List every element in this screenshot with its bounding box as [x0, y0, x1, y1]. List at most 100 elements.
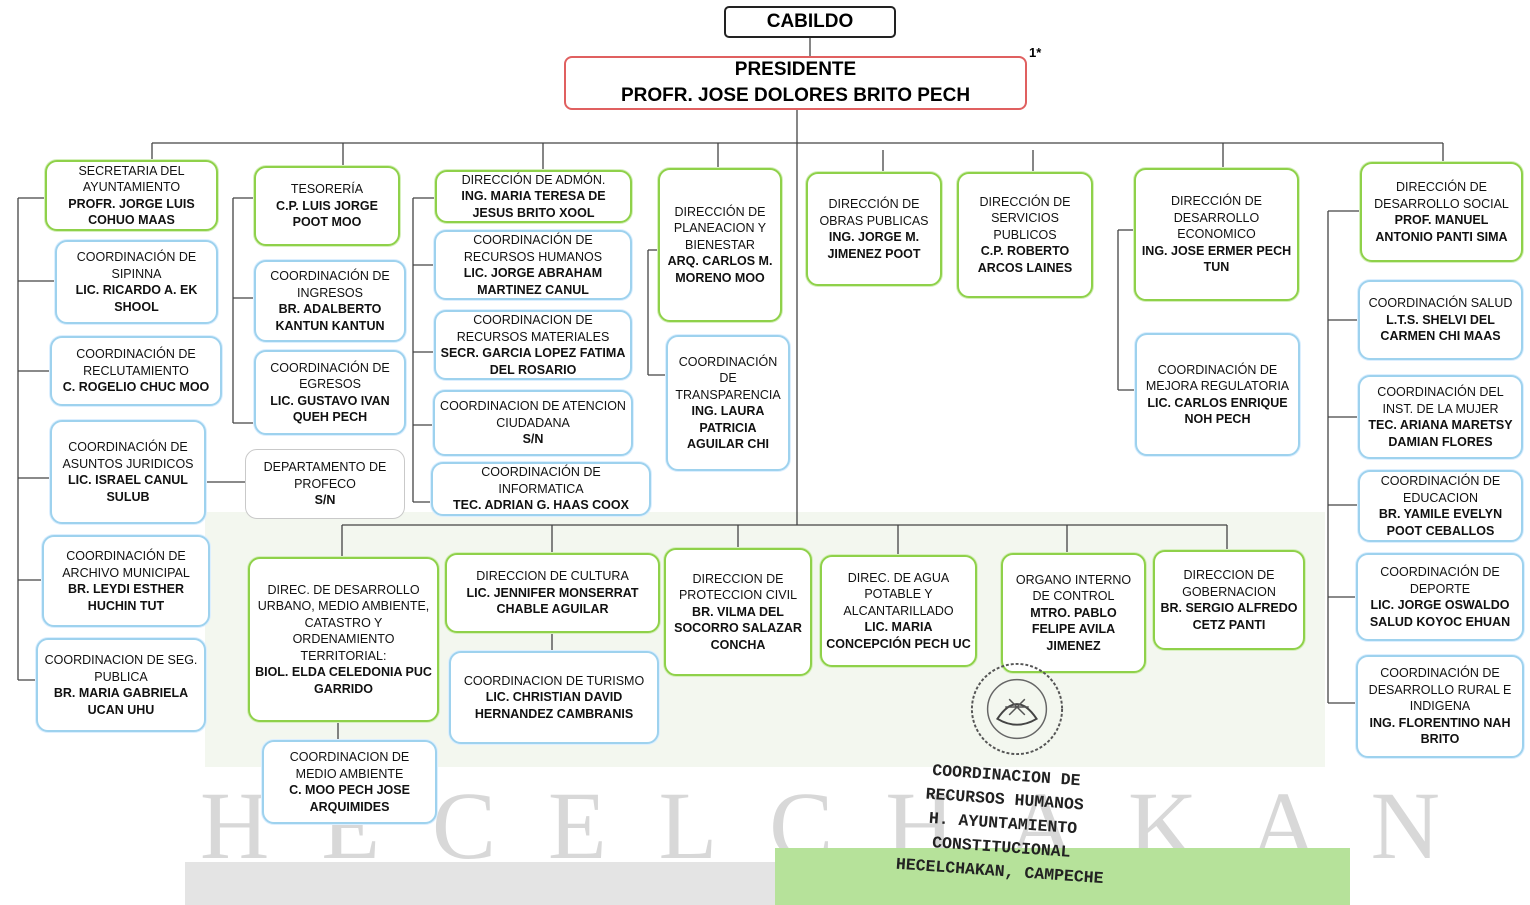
box-title: COORDINACION DE TURISMO — [463, 673, 645, 688]
direccion-obras-publicas-box: DIRECCIÓN DE OBRAS PUBLICAS ING. JORGE M… — [806, 172, 942, 286]
box-name: BIOL. ELDA CELEDONIA PUC GARRIDO — [255, 665, 432, 696]
box-title: ORGANO INTERNO DE CONTROL — [1015, 572, 1132, 604]
box-title: COORDINACIÓN DE SIPINNA — [76, 250, 197, 281]
box-name: C.P. ROBERTO ARCOS LAINES — [977, 244, 1073, 275]
footnote-marker: 1* — [1029, 45, 1042, 60]
box-title: COORDINACIÓN DE DESARROLLO RURAL E INDIG… — [1368, 666, 1512, 714]
box-name: PROFR. JORGE LUIS COHUO MAAS — [68, 196, 195, 228]
box-title: COORDINACIÓN DE RECURSOS HUMANOS — [463, 233, 603, 264]
coordinacion-deporte-box: COORDINACIÓN DE DEPORTE LIC. JORGE OSWAL… — [1356, 553, 1524, 641]
box-title: DIRECCIÓN DE SERVICIOS PUBLICOS — [979, 194, 1071, 242]
direccion-agua-potable-box: DIREC. DE AGUA POTABLE Y ALCANTARILLADO … — [820, 555, 977, 667]
coordinacion-educacion-box: COORDINACIÓN DE EDUCACION BR. YAMILE EVE… — [1358, 470, 1523, 542]
coordinacion-seg-publica-box: COORDINACION DE SEG. PUBLICA BR. MARIA G… — [36, 638, 206, 732]
box-title: COORDINACIÓN DE TRANSPARENCIA — [675, 354, 781, 402]
box-title: DEPARTAMENTO DE PROFECO — [263, 460, 387, 491]
president-name: PROFR. JOSE DOLORES BRITO PECH — [620, 85, 971, 106]
box-title: COORDINACIÓN DE MEJORA REGULATORIA — [1145, 362, 1290, 394]
box-name: L.T.S. SHELVI DEL CARMEN CHI MAAS — [1380, 312, 1501, 344]
secretaria-ayuntamiento-box: SECRETARIA DEL AYUNTAMIENTO PROFR. JORGE… — [45, 160, 218, 231]
box-name: LIC. GUSTAVO IVAN QUEH PECH — [270, 393, 390, 425]
coordinacion-salud-box: COORDINACIÓN SALUD L.T.S. SHELVI DEL CAR… — [1358, 280, 1523, 360]
coordinacion-archivo-municipal-box: COORDINACIÓN DE ARCHIVO MUNICIPAL BR. LE… — [42, 535, 210, 627]
box-title: DIRECCIÓN DE ADMÓN. — [461, 172, 606, 187]
box-name: LIC. RICARDO A. EK SHOOL — [75, 283, 198, 314]
box-name: ARQ. CARLOS M. MORENO MOO — [667, 254, 773, 285]
box-name: ING. JORGE M. JIMENEZ POOT — [827, 230, 921, 261]
box-title: SECRETARIA DEL AYUNTAMIENTO — [78, 163, 185, 195]
box-name: C.P. LUIS JORGE POOT MOO — [276, 198, 378, 230]
coordinacion-desarrollo-rural-box: COORDINACIÓN DE DESARROLLO RURAL E INDIG… — [1356, 655, 1524, 758]
box-name: MTRO. PABLO FELIPE AVILA JIMENEZ — [1030, 605, 1117, 653]
president-box: PRESIDENTE PROFR. JOSE DOLORES BRITO PEC… — [564, 56, 1027, 110]
box-title: DIREC. DE AGUA POTABLE Y ALCANTARILLADO — [843, 570, 954, 618]
organo-interno-control-box: ORGANO INTERNO DE CONTROL MTRO. PABLO FE… — [1001, 553, 1146, 673]
direccion-proteccion-civil-box: DIRECCION DE PROTECCION CIVIL BR. VILMA … — [664, 548, 812, 676]
box-title: COORDINACION DE RECURSOS MATERIALES — [456, 313, 610, 344]
box-title: COORDINACIÓN DE ASUNTOS JURIDICOS — [62, 440, 194, 471]
box-name: BR. MARIA GABRIELA UCAN UHU — [53, 686, 189, 717]
coordinacion-informatica-box: COORDINACIÓN DE INFORMATICA TEC. ADRIAN … — [431, 462, 651, 516]
box-name: PROF. MANUEL ANTONIO PANTI SIMA — [1375, 213, 1508, 244]
direccion-gobernacion-box: DIRECCION DE GOBERNACION BR. SERGIO ALFR… — [1153, 550, 1305, 650]
box-title: COORDINACIÓN DE DEPORTE — [1380, 565, 1500, 596]
box-name: BR. SERGIO ALFREDO CETZ PANTI — [1160, 601, 1298, 632]
box-name: S/N — [314, 493, 336, 508]
box-title: COORDINACIÓN DE EDUCACION — [1380, 474, 1501, 505]
box-title: DIRECCIÓN DE DESARROLLO SOCIAL — [1374, 180, 1509, 211]
official-seal-icon — [970, 662, 1064, 756]
departamento-profeco-box: DEPARTAMENTO DE PROFECO S/N — [245, 449, 405, 519]
coordinacion-reclutamiento-box: COORDINACIÓN DE RECLUTAMIENTO C. ROGELIO… — [50, 336, 222, 406]
box-name: ING. FLORENTINO NAH BRITO — [1369, 715, 1511, 747]
box-name: C. ROGELIO CHUC MOO — [62, 380, 210, 395]
box-title: COORDINACIÓN SALUD — [1368, 296, 1513, 311]
box-name: BR. ADALBERTO KANTUN KANTUN — [275, 302, 385, 333]
box-name: ING. JOSE ERMER PECH TUN — [1141, 243, 1292, 275]
box-title: DIRECCION DE CULTURA — [476, 569, 629, 584]
direccion-cultura-box: DIRECCION DE CULTURA LIC. JENNIFER MONSE… — [445, 553, 660, 633]
box-name: LIC. JENNIFER MONSERRAT CHABLE AGUILAR — [466, 585, 639, 617]
coordinacion-medio-ambiente-box: COORDINACION DE MEDIO AMBIENTE C. MOO PE… — [262, 740, 437, 824]
box-name: TEC. ARIANA MARETSY DAMIAN FLORES — [1368, 418, 1513, 449]
box-title: COORDINACION DE MEDIO AMBIENTE — [289, 750, 410, 781]
coordinacion-mejora-regulatoria-box: COORDINACIÓN DE MEJORA REGULATORIA LIC. … — [1135, 333, 1300, 456]
direccion-desarrollo-urbano-box: DIREC. DE DESARROLLO URBANO, MEDIO AMBIE… — [248, 557, 439, 722]
box-name: LIC. JORGE ABRAHAM MARTINEZ CANUL — [463, 266, 603, 297]
box-title: DIRECCIÓN DE DESARROLLO ECONOMICO — [1171, 194, 1262, 242]
box-title: DIRECCION DE GOBERNACION — [1182, 568, 1276, 599]
box-name: BR. VILMA DEL SOCORRO SALAZAR CONCHA — [674, 604, 802, 652]
direccion-admon-box: DIRECCIÓN DE ADMÓN. ING. MARIA TERESA DE… — [435, 170, 632, 223]
tesoreria-box: TESORERÍA C.P. LUIS JORGE POOT MOO — [254, 166, 400, 246]
background-band-left — [185, 862, 775, 905]
coordinacion-recursos-materiales-box: COORDINACION DE RECURSOS MATERIALES SECR… — [434, 310, 632, 380]
box-title: COORDINACIÓN DE EGRESOS — [270, 360, 390, 392]
box-name: S/N — [522, 432, 544, 447]
cabildo-box: CABILDO — [724, 6, 896, 38]
box-title: COORDINACION DE SEG. PUBLICA — [44, 653, 198, 684]
box-name: ING. LAURA PATRICIA AGUILAR CHI — [687, 404, 769, 451]
box-name: SECR. GARCIA LOPEZ FATIMA DEL ROSARIO — [440, 346, 626, 377]
box-name: C. MOO PECH JOSE ARQUIMIDES — [289, 783, 410, 814]
direccion-desarrollo-economico-box: DIRECCIÓN DE DESARROLLO ECONOMICO ING. J… — [1134, 168, 1299, 301]
box-title: DIRECCION DE PROTECCION CIVIL — [678, 571, 798, 603]
box-title: DIRECCIÓN DE OBRAS PUBLICAS — [819, 197, 929, 228]
box-name: LIC. MARIA CONCEPCIÓN PECH UC — [826, 620, 971, 651]
coordinacion-asuntos-juridicos-box: COORDINACIÓN DE ASUNTOS JURIDICOS LIC. I… — [50, 420, 206, 524]
box-title: COORDINACIÓN DE INGRESOS — [270, 269, 390, 300]
box-title: DIRECCIÓN DE PLANEACION Y BIENESTAR — [673, 204, 767, 252]
box-title: DIREC. DE DESARROLLO URBANO, MEDIO AMBIE… — [257, 582, 430, 663]
box-name: LIC. JORGE OSWALDO SALUD KOYOC EHUAN — [1369, 598, 1511, 629]
box-name: LIC. CARLOS ENRIQUE NOH PECH — [1147, 395, 1288, 427]
box-title: COORDINACIÓN DE RECLUTAMIENTO — [76, 347, 196, 378]
coordinacion-sipinna-box: COORDINACIÓN DE SIPINNA LIC. RICARDO A. … — [55, 240, 218, 324]
coordinacion-transparencia-box: COORDINACIÓN DE TRANSPARENCIA ING. LAURA… — [666, 335, 790, 471]
coordinacion-egresos-box: COORDINACIÓN DE EGRESOS LIC. GUSTAVO IVA… — [254, 350, 406, 435]
box-name: TEC. ADRIAN G. HAAS COOX — [453, 498, 629, 513]
box-name: BR. LEYDI ESTHER HUCHIN TUT — [68, 582, 184, 613]
box-name: ING. MARIA TERESA DE JESUS BRITO XOOL — [461, 189, 606, 220]
coordinacion-ingresos-box: COORDINACIÓN DE INGRESOS BR. ADALBERTO K… — [254, 260, 406, 342]
direccion-planeacion-box: DIRECCIÓN DE PLANEACION Y BIENESTAR ARQ.… — [658, 168, 782, 322]
background-band-right — [775, 848, 1350, 905]
